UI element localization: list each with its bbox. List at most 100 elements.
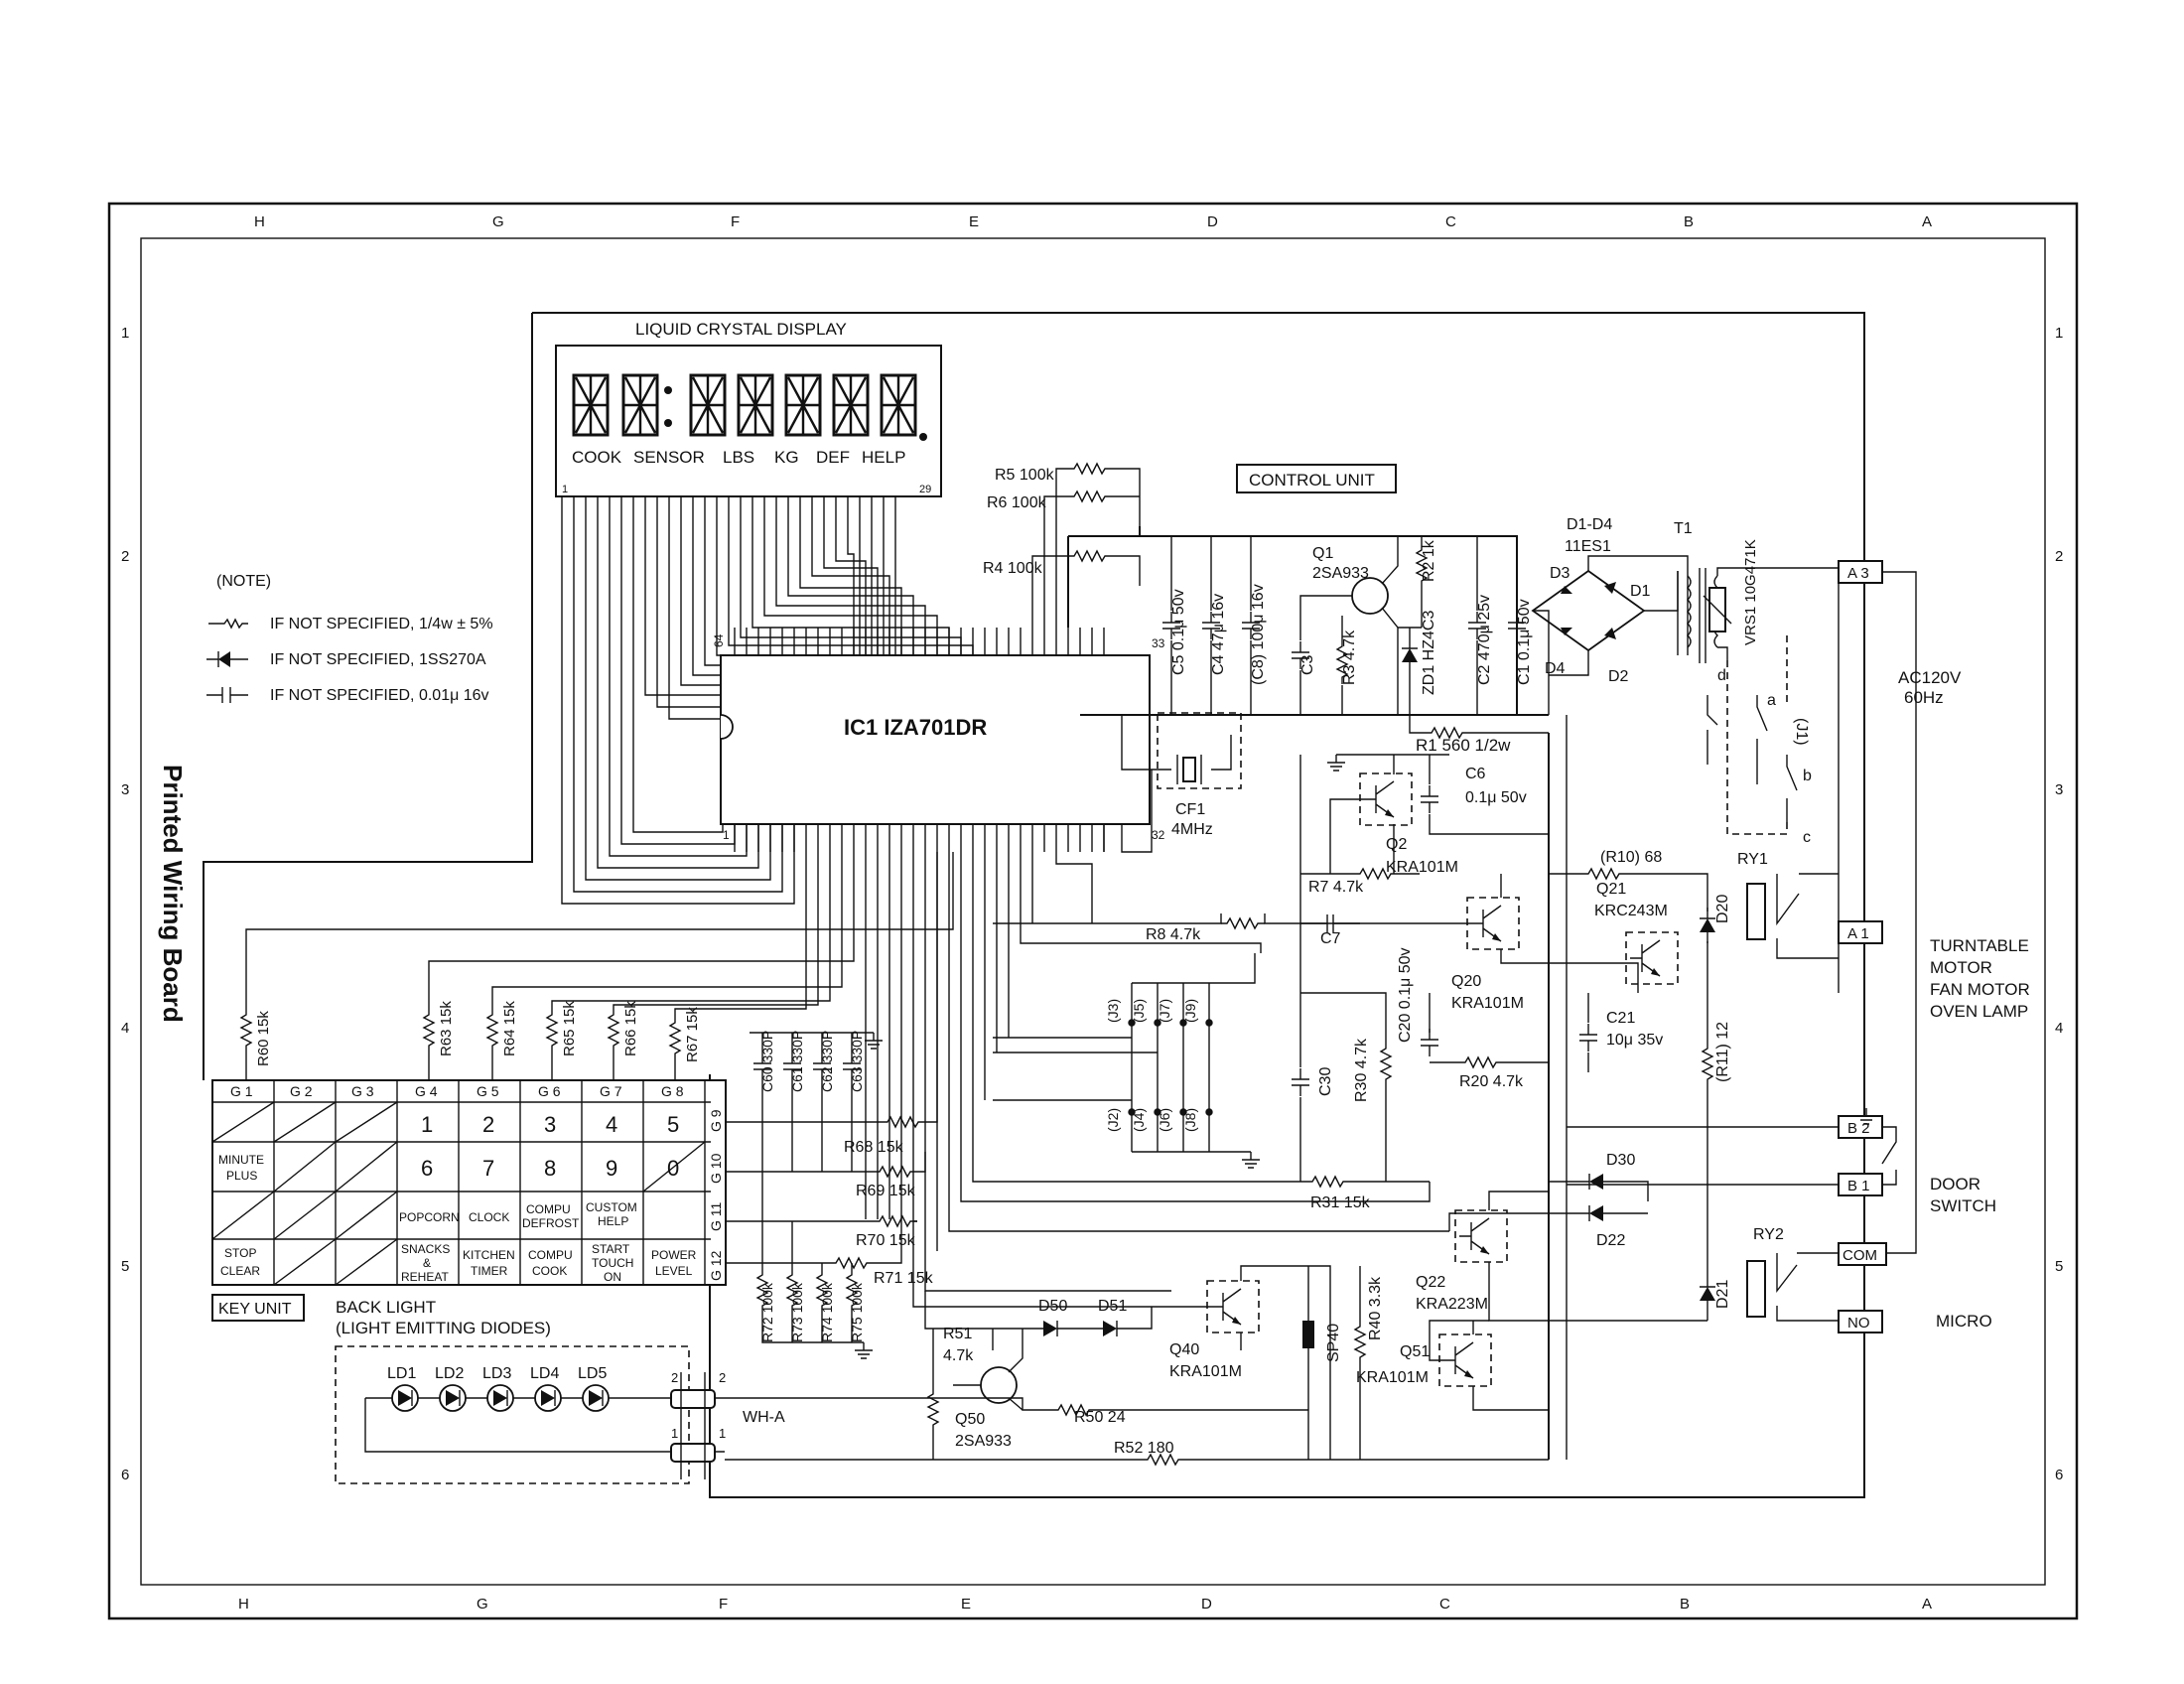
q1-transistor: Q1 2SA933 R3 4.7k <box>1299 536 1399 715</box>
jumper-label: (J3) <box>1105 999 1121 1023</box>
key-col-label: G 2 <box>290 1083 313 1099</box>
col-marker: F <box>719 1596 728 1613</box>
r64-label: R64 15k <box>501 1001 518 1056</box>
key-col-label: G 5 <box>477 1083 499 1099</box>
row-marker: 1 <box>121 325 129 342</box>
key-2[interactable]: 2 <box>482 1112 494 1137</box>
d22-label: D22 <box>1596 1232 1625 1249</box>
wh-pin2-left: 2 <box>671 1370 678 1385</box>
lcd-colon-dot <box>664 419 672 427</box>
hz-label: 60Hz <box>1904 688 1944 707</box>
key-popcorn[interactable]: POPCORN <box>399 1210 460 1224</box>
backlight-driver: D50 D51 R51 4.7k Q50 2SA933 R50 24 R52 1… <box>725 1291 1549 1466</box>
key-minute-plus-2: PLUS <box>226 1169 257 1183</box>
key-clock[interactable]: CLOCK <box>469 1210 509 1224</box>
lcd-indicator: SENSOR <box>633 448 705 467</box>
board-outline <box>203 312 1865 1498</box>
r40-label: R40 3.3k <box>1367 1276 1384 1340</box>
connector-a1-label: A 1 <box>1847 925 1869 942</box>
transformer-t1: T1 <box>1674 520 1839 663</box>
d3-label: D3 <box>1550 565 1570 582</box>
jumper-label: (J5) <box>1131 999 1147 1023</box>
q2-type: KRA101M <box>1386 859 1458 876</box>
r10-label: (R10) 68 <box>1600 849 1662 866</box>
turntable-label: TURNTABLE <box>1930 936 2029 955</box>
ry1-driver: (R10) 68 Q21 KRC243M D20 RY1 <box>1549 849 1839 993</box>
ry2-label: RY2 <box>1753 1226 1784 1243</box>
r72-label: R72 100k <box>759 1282 775 1342</box>
ry2-driver: D21 RY2 <box>1699 1226 1839 1322</box>
ic1-pin-1: 1 <box>723 828 730 842</box>
r3-label: R3 4.7k <box>1341 630 1358 685</box>
jumper-ground <box>1241 1151 1261 1169</box>
motor-label: MOTOR <box>1930 958 1992 977</box>
r31-label: R31 15k <box>1310 1194 1371 1211</box>
row-marker: 4 <box>121 1020 129 1037</box>
lcd-digit <box>621 373 659 437</box>
backlight-label: BACK LIGHT <box>336 1298 436 1317</box>
ic1-bottom-wires <box>865 852 1449 1292</box>
connectors: A 3 A 1 B 2 B 1 COM NO <box>1838 560 1887 1333</box>
key-power-level[interactable]: POWER <box>651 1248 697 1262</box>
key-6[interactable]: 6 <box>421 1156 433 1181</box>
key-minute-plus[interactable]: MINUTE <box>218 1153 264 1167</box>
q1-name: Q1 <box>1312 545 1333 562</box>
wh-a-pin1 <box>670 1443 716 1463</box>
jumper-label: (J6) <box>1157 1108 1172 1132</box>
cf1-freq: 4MHz <box>1171 821 1213 838</box>
col-marker: G <box>492 213 504 230</box>
q50-type: 2SA933 <box>955 1433 1012 1450</box>
t1-label: T1 <box>1674 520 1693 537</box>
ic1-body <box>720 654 1151 825</box>
r51-value: 4.7k <box>943 1347 974 1364</box>
vrs1-varistor: VRS1 10G471K <box>1703 539 1759 645</box>
key-start-touch-on-2: TOUCH <box>592 1256 633 1270</box>
c4-label: C4 47μ 16v <box>1210 594 1227 675</box>
ic1-notch <box>720 714 734 740</box>
lcd-colon-dot <box>664 386 672 394</box>
c1-label: C1 0.1μ 50v <box>1516 599 1533 685</box>
r70-label: R70 15k <box>856 1232 916 1249</box>
c7-label: C7 <box>1320 930 1341 947</box>
key-compu-cook[interactable]: COMPU <box>528 1248 573 1262</box>
q40-type: KRA101M <box>1169 1363 1242 1380</box>
lcd-indicator: HELP <box>862 448 905 467</box>
key-custom-help[interactable]: CUSTOM <box>586 1200 637 1214</box>
c30-r30: C30 R30 4.7k <box>1291 992 1392 1182</box>
col-marker: B <box>1680 1596 1690 1613</box>
key-column-resistors: R60 15k R63 15k R64 15k R65 15k R66 15k … <box>240 852 954 1080</box>
connector-b1-label: B 1 <box>1847 1178 1870 1194</box>
d50-label: D50 <box>1038 1298 1067 1315</box>
q51-name: Q51 <box>1400 1343 1430 1360</box>
key-1[interactable]: 1 <box>421 1112 433 1137</box>
key-snacks-reheat[interactable]: SNACKS <box>401 1242 450 1256</box>
oven-lamp-label: OVEN LAMP <box>1930 1002 2028 1021</box>
row-marker: 2 <box>2055 548 2063 565</box>
key-3[interactable]: 3 <box>544 1112 556 1137</box>
r73-label: R73 100k <box>789 1282 805 1342</box>
key-kitchen-timer[interactable]: KITCHEN <box>463 1248 515 1262</box>
key-5[interactable]: 5 <box>667 1112 679 1137</box>
lcd-label: LIQUID CRYSTAL DISPLAY <box>635 320 847 339</box>
c30-label: C30 <box>1317 1067 1334 1096</box>
ic1-pin-33: 33 <box>1152 636 1165 650</box>
key-start-touch-on[interactable]: START <box>592 1242 630 1256</box>
key-power-level-2: LEVEL <box>655 1264 693 1278</box>
key-7[interactable]: 7 <box>482 1156 494 1181</box>
decoupling-caps: C5 0.1μ 50v C4 47μ 16v (C8) 100μ 16v C3 <box>1161 536 1316 715</box>
col-marker: A <box>1922 213 1932 230</box>
key-4[interactable]: 4 <box>606 1112 617 1137</box>
r20-label: R20 4.7k <box>1459 1073 1524 1090</box>
lcd-digit <box>784 373 822 437</box>
key-8[interactable]: 8 <box>544 1156 556 1181</box>
zd1-label: ZD1 HZ4C3 <box>1421 611 1437 695</box>
row-marker: 4 <box>2055 1020 2063 1037</box>
vrs1-label: VRS1 10G471K <box>1742 539 1759 645</box>
key-9[interactable]: 9 <box>606 1156 617 1181</box>
key-compu-cook-2: COOK <box>532 1264 567 1278</box>
key-compu-defrost[interactable]: COMPU <box>526 1202 571 1216</box>
key-snacks-reheat-2: & <box>423 1256 431 1270</box>
key-snacks-reheat-3: REHEAT <box>401 1270 449 1284</box>
key-stop-clear[interactable]: STOP <box>224 1246 256 1260</box>
key-0[interactable]: 0 <box>667 1156 679 1181</box>
